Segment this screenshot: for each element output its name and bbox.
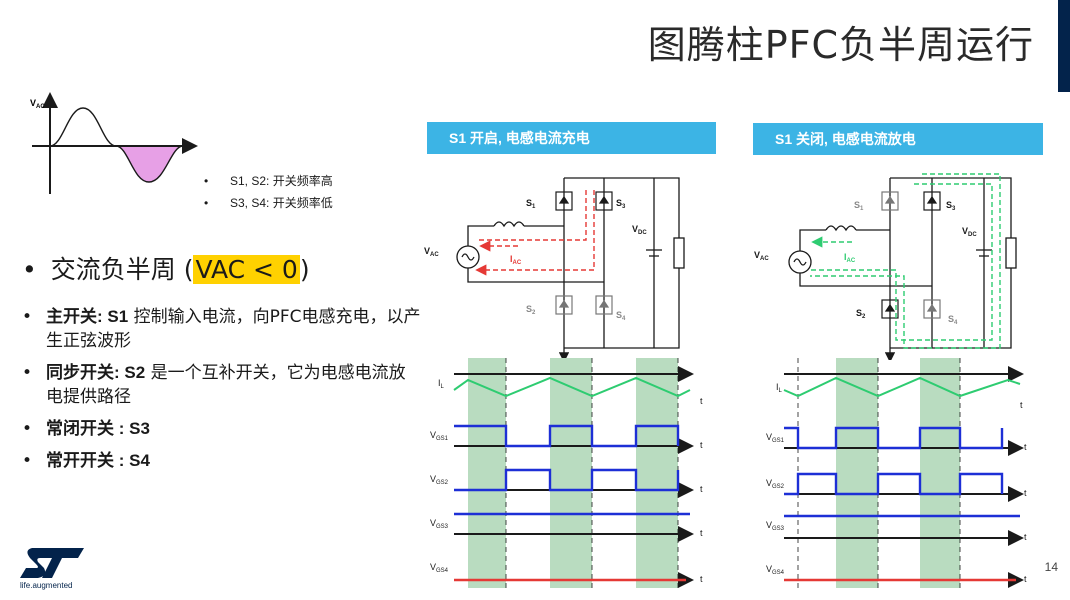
s2-label: S2 bbox=[856, 308, 866, 320]
vgs2-label: VGS2 bbox=[430, 474, 449, 486]
il-label: IL bbox=[438, 378, 445, 390]
right-panel-header: S1 关闭, 电感电流放电 bbox=[753, 123, 1043, 155]
right-timing-diagram: IL VGS1 VGS2 VGS3 VGS4 t t t t t bbox=[766, 358, 1027, 588]
s2-label: S2 bbox=[526, 304, 536, 316]
s4-label: S4 bbox=[948, 314, 958, 326]
vac-highlight: VAC < 0 bbox=[193, 255, 300, 284]
st-logo-mark: life.augmented bbox=[20, 548, 84, 590]
iac-label: IAC bbox=[844, 252, 856, 264]
switching-frequency-notes: S1, S2: 开关频率高 S3, S4: 开关频率低 bbox=[204, 170, 333, 214]
vac-label: VAC bbox=[754, 250, 769, 262]
svg-text:t: t bbox=[700, 528, 703, 538]
s1-label: S1 bbox=[854, 200, 864, 212]
vgs3-label: VGS3 bbox=[766, 520, 785, 532]
svg-text:t: t bbox=[1024, 442, 1027, 452]
svg-text:t: t bbox=[700, 440, 703, 450]
vgs1-label: VGS1 bbox=[430, 430, 449, 442]
svg-text:t: t bbox=[700, 574, 703, 584]
list-item: 常闭开关 : S3 bbox=[22, 417, 422, 441]
page-number: 14 bbox=[1044, 560, 1058, 574]
svg-text:t: t bbox=[700, 484, 703, 494]
vac-label: VAC bbox=[424, 246, 439, 258]
sine-waveform: VAC bbox=[30, 92, 198, 194]
note-item: S1, S2: 开关频率高 bbox=[204, 170, 333, 192]
switch-description-list: 主开关: S1 控制输入电流，向PFC电感充电，以产生正弦波形 同步开关: S2… bbox=[22, 305, 422, 481]
left-panel-header: S1 开启, 电感电流充电 bbox=[427, 122, 716, 154]
list-item: 同步开关: S2 是一个互补开关，它为电感电流放电提供路径 bbox=[22, 361, 422, 409]
s1-label: S1 bbox=[526, 198, 536, 210]
right-circuit-diagram: S1 S3 S2 S4 VAC VDC IAC bbox=[754, 173, 1017, 360]
svg-text:t: t bbox=[700, 396, 703, 406]
s3-label: S3 bbox=[946, 200, 956, 212]
svg-text:t: t bbox=[1020, 400, 1023, 410]
logo-tagline: life.augmented bbox=[20, 581, 72, 590]
st-logo: life.augmented bbox=[18, 546, 88, 595]
vgs3-label: VGS3 bbox=[430, 518, 449, 530]
left-circuit-diagram: S1 S3 S2 S4 VAC VDC IAC bbox=[424, 177, 685, 360]
vgs4-label: VGS4 bbox=[430, 562, 449, 574]
svg-text:t: t bbox=[1024, 574, 1027, 584]
vdc-label: VDC bbox=[632, 224, 647, 236]
main-bullet: •交流负半周 (VAC < 0) bbox=[22, 255, 310, 284]
svg-text:t: t bbox=[1024, 532, 1027, 542]
vgs1-label: VGS1 bbox=[766, 432, 785, 444]
left-timing-diagram: IL VGS1 VGS2 VGS3 VGS4 t t t t t bbox=[430, 358, 703, 588]
title-accent-bar bbox=[1058, 0, 1070, 92]
svg-text:t: t bbox=[1024, 488, 1027, 498]
s4-label: S4 bbox=[616, 310, 626, 322]
vgs2-label: VGS2 bbox=[766, 478, 785, 490]
vac-axis-label: VAC bbox=[30, 98, 45, 110]
iac-label: IAC bbox=[510, 254, 522, 266]
il-label: IL bbox=[776, 382, 783, 394]
s3-label: S3 bbox=[616, 198, 626, 210]
note-item: S3, S4: 开关频率低 bbox=[204, 192, 333, 214]
vgs4-label: VGS4 bbox=[766, 564, 785, 576]
page-title: 图腾柱PFC负半周运行 bbox=[647, 23, 1034, 67]
list-item: 主开关: S1 控制输入电流，向PFC电感充电，以产生正弦波形 bbox=[22, 305, 422, 353]
vdc-label: VDC bbox=[962, 226, 977, 238]
list-item: 常开开关 : S4 bbox=[22, 449, 422, 473]
